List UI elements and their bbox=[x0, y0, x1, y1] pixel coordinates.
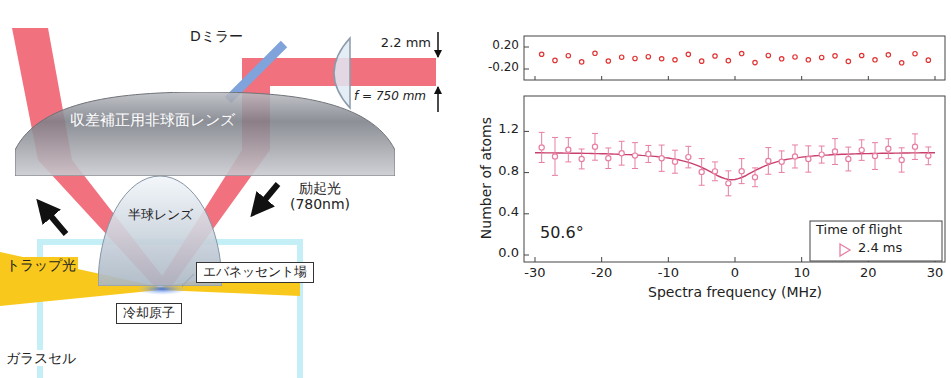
tick-label: 20 bbox=[860, 266, 877, 281]
node-label: エバネッセント場 bbox=[203, 265, 307, 280]
tick-label: 0 bbox=[731, 266, 739, 281]
node-label: 半球レンズ bbox=[128, 208, 193, 223]
legend-title: Time of flight bbox=[816, 223, 902, 238]
node-label: 冷却原子 bbox=[123, 306, 175, 321]
direction-arrow bbox=[258, 184, 278, 208]
tick-label: 0.0 bbox=[498, 246, 519, 261]
tick-label: 0.4 bbox=[498, 205, 519, 220]
tick-label: 0.20 bbox=[492, 39, 519, 53]
axis-ticks bbox=[524, 47, 935, 262]
part-label: Dミラー bbox=[190, 28, 243, 44]
callout-box: エバネッセント場 bbox=[196, 262, 314, 283]
part-label: ガラスセル bbox=[4, 350, 78, 366]
tick-label: -20 bbox=[591, 266, 612, 281]
tick-label: 10 bbox=[793, 266, 810, 281]
beam-label: 励起光 (780nm) bbox=[282, 180, 358, 212]
legend-marker bbox=[840, 244, 850, 256]
axis-title: Number of atoms bbox=[478, 117, 494, 239]
tick-label: -0.20 bbox=[488, 61, 519, 75]
angle-label: 50.6° bbox=[540, 224, 584, 242]
tick-label: 1.2 bbox=[498, 122, 519, 137]
focal-length-label: f = 750 mm bbox=[354, 90, 426, 104]
lens-outline bbox=[15, 92, 395, 176]
dimension-arrow bbox=[437, 87, 439, 112]
tick-label: 0.8 bbox=[498, 164, 519, 179]
direction-arrow bbox=[44, 208, 66, 234]
legend-label: 2.4 ms bbox=[858, 241, 902, 256]
plot-frame bbox=[524, 96, 945, 262]
beam-label: トラップ光 bbox=[4, 257, 78, 273]
node-label: 収差補正用非球面レンズ bbox=[70, 112, 235, 129]
legend-box bbox=[810, 221, 942, 261]
data-series bbox=[535, 51, 935, 196]
aspheric-lens: 収差補正用非球面レンズ bbox=[15, 92, 395, 176]
focusing-lens bbox=[334, 38, 350, 108]
tick-label: 30 bbox=[927, 266, 944, 281]
dimension-label: 2.2 mm bbox=[381, 36, 431, 51]
dimension-arrow bbox=[437, 32, 439, 57]
lens-body bbox=[15, 92, 395, 176]
tick-label: -30 bbox=[524, 266, 545, 281]
d-mirror bbox=[228, 44, 284, 100]
callout-box: 冷却原子 bbox=[116, 303, 182, 324]
residual-frame bbox=[524, 36, 945, 80]
tick-label: -10 bbox=[658, 266, 679, 281]
axis-title: Spectra frequency (MHz) bbox=[648, 284, 822, 300]
